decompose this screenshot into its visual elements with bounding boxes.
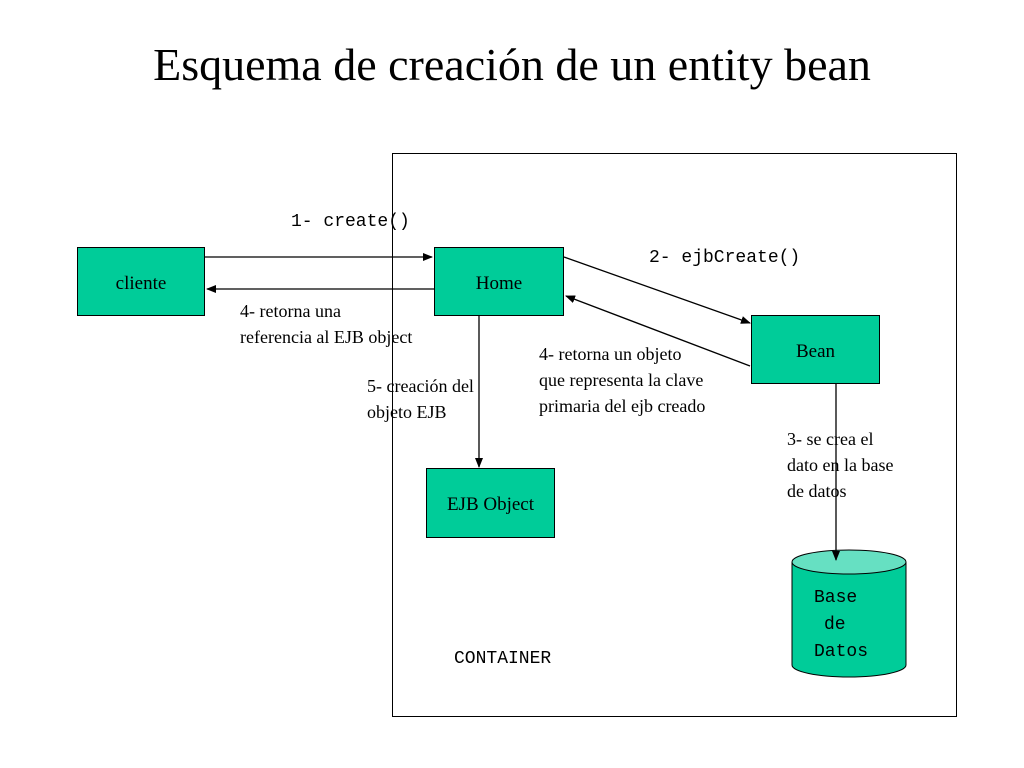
step-create-ejb-object-label: 5- creación del objeto EJB	[367, 373, 474, 425]
home-box: Home	[434, 247, 564, 316]
database-cylinder	[791, 549, 907, 678]
label-line: dato en la base	[787, 455, 894, 475]
step-ejb-create-label: 2- ejbCreate()	[649, 248, 801, 268]
arrow-ejb-create	[563, 256, 751, 324]
label-line: referencia al EJB object	[240, 327, 413, 347]
bean-label: Bean	[795, 341, 836, 362]
ejb-object-box: EJB Object	[426, 468, 555, 538]
label-line: 3- se crea el	[787, 429, 874, 449]
database-label-line: Datos	[814, 642, 869, 662]
container-boundary	[392, 153, 957, 717]
bean-box: Bean	[751, 315, 880, 384]
database-label-line: de	[824, 615, 846, 635]
label-line: 5- creación del	[367, 376, 474, 396]
label-line: primaria del ejb creado	[539, 396, 706, 416]
database-label-line: Base	[814, 588, 858, 608]
step-return-primary-key-label: 4- retorna un objeto que representa la c…	[539, 341, 705, 419]
ejb-object-label: EJB Object	[446, 494, 535, 515]
label-line: 4- retorna un objeto	[539, 344, 682, 364]
arrow-return-primary-key	[565, 295, 751, 367]
home-label: Home	[475, 273, 523, 294]
step-return-reference-label: 4- retorna una referencia al EJB object	[240, 298, 412, 350]
label-line: de datos	[787, 481, 847, 501]
label-line: objeto EJB	[367, 402, 447, 422]
label-line: 4- retorna una	[240, 301, 341, 321]
container-label: CONTAINER	[454, 649, 552, 669]
cliente-box: cliente	[77, 247, 205, 316]
label-line: que representa la clave	[539, 370, 704, 390]
cliente-label: cliente	[115, 273, 167, 294]
step-create-label: 1- create()	[291, 212, 410, 232]
database-label: Base de Datos	[814, 585, 868, 666]
step-db-create-label: 3- se crea el dato en la base de datos	[787, 426, 893, 504]
slide-title: Esquema de creación de un entity bean	[153, 39, 871, 90]
